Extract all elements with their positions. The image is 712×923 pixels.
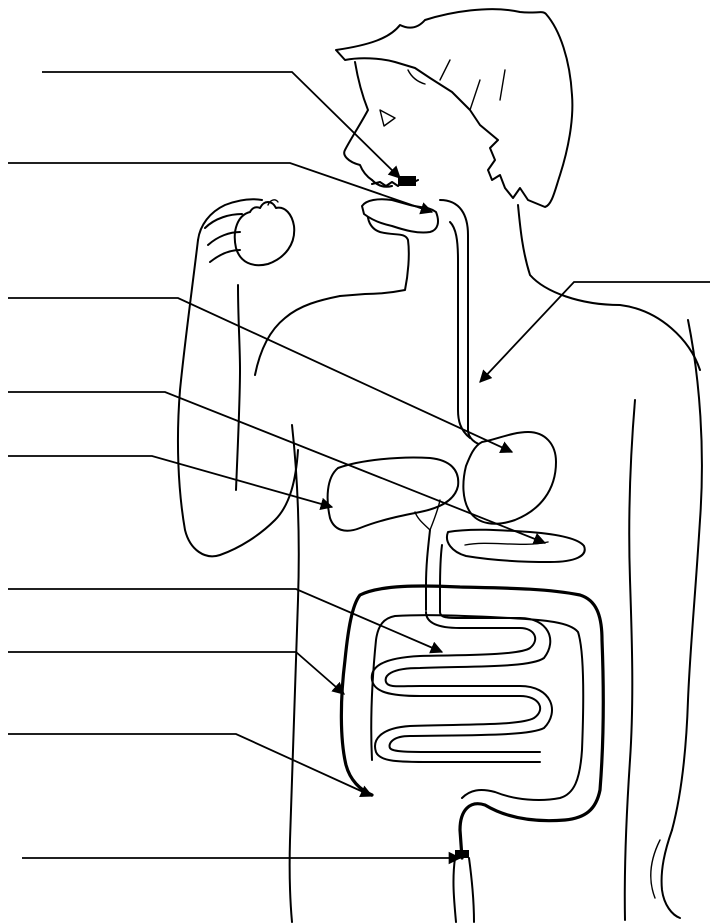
hand-apple bbox=[198, 199, 294, 265]
tooth-dark bbox=[398, 176, 416, 186]
label-line-small-intestine bbox=[8, 589, 442, 652]
label-line-pancreas bbox=[8, 392, 545, 543]
pancreas bbox=[447, 530, 585, 562]
label-line-rectum bbox=[8, 734, 372, 796]
label-line-large-intestine bbox=[8, 652, 344, 694]
face-profile bbox=[344, 62, 372, 180]
eye bbox=[380, 110, 395, 126]
hair bbox=[336, 9, 572, 207]
label-line-liver bbox=[8, 456, 332, 507]
oesophagus bbox=[440, 200, 485, 446]
liver bbox=[328, 457, 459, 530]
anus bbox=[455, 850, 469, 858]
apple bbox=[235, 202, 294, 265]
organs bbox=[328, 176, 604, 922]
stomach bbox=[463, 432, 556, 524]
